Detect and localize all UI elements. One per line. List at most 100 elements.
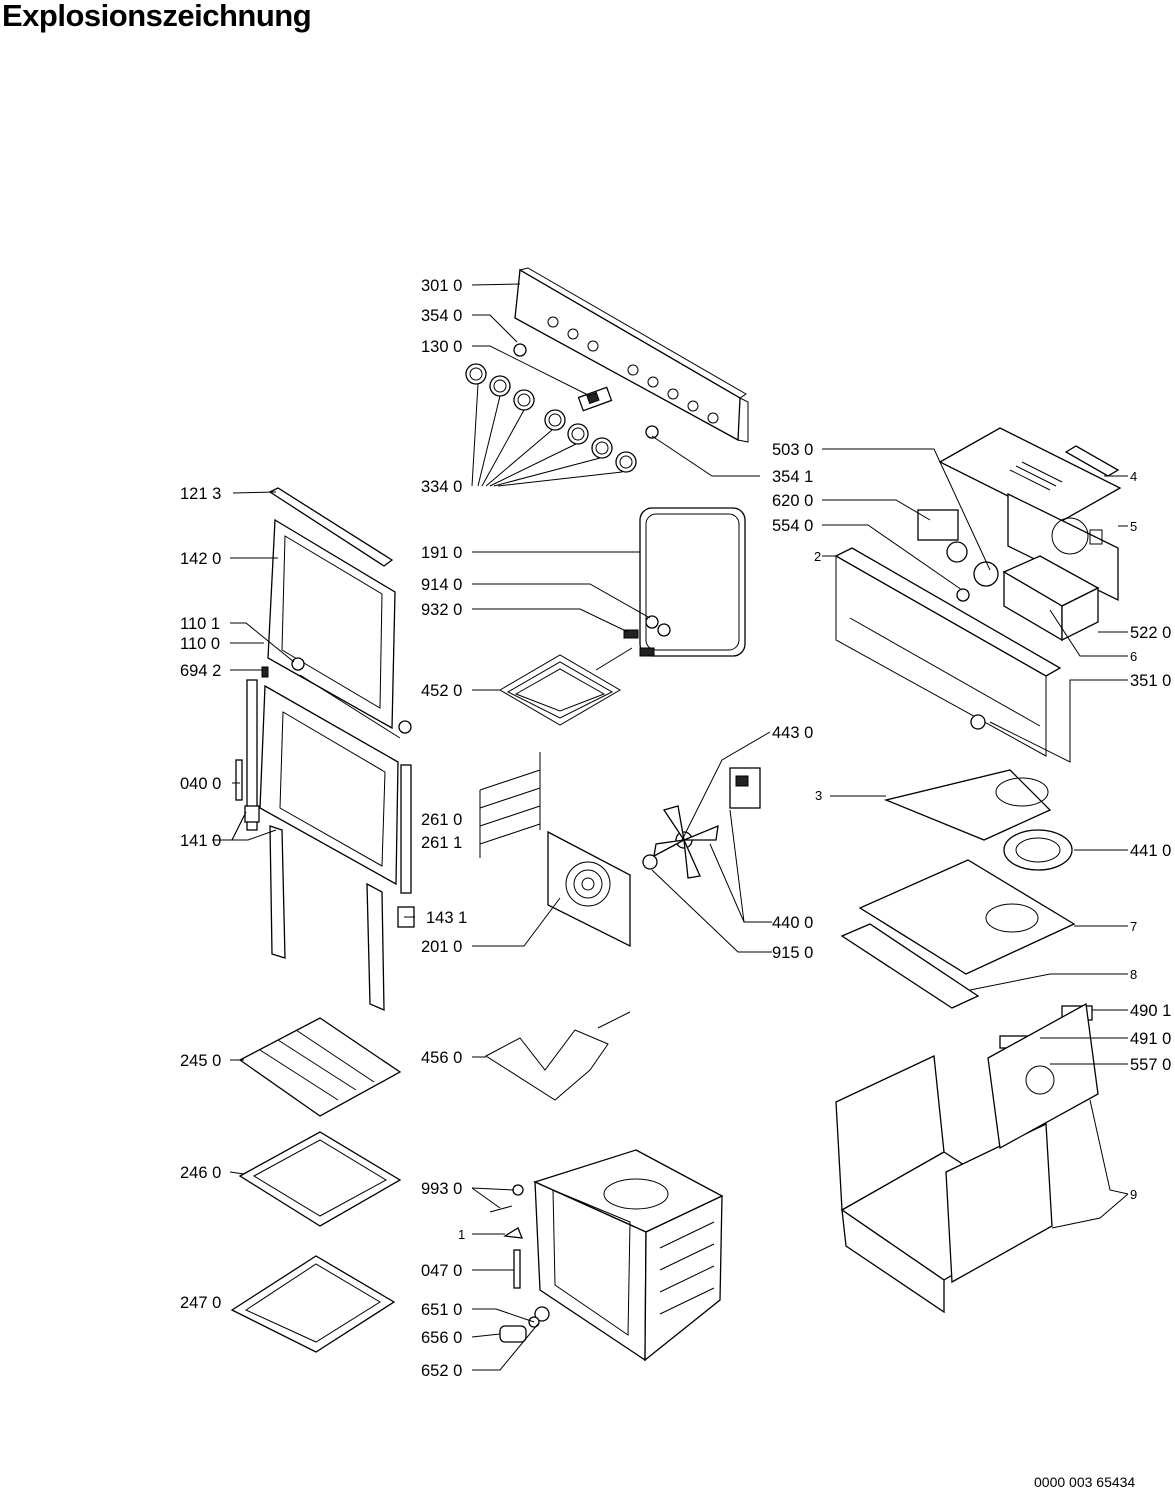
callout-440-0: 440 0 xyxy=(772,914,813,932)
glass-holder-part-2 xyxy=(398,720,412,734)
callout-354-1: 354 1 xyxy=(772,468,813,486)
clip-part xyxy=(645,615,659,629)
door-part xyxy=(259,684,399,886)
wire-shelf-part xyxy=(238,1017,402,1117)
side-racks-part xyxy=(479,752,541,858)
glass-holder-rod xyxy=(299,674,401,739)
callout-456-0: 456 0 xyxy=(421,1049,462,1067)
callout-245-0: 245 0 xyxy=(180,1052,221,1070)
top-heater-part xyxy=(499,647,633,726)
callout-651-0: 651 0 xyxy=(421,1301,462,1319)
drip-tray-part xyxy=(230,1255,396,1353)
callout-261-1: 261 1 xyxy=(421,834,462,852)
callout-915-0: 915 0 xyxy=(772,944,813,962)
callout-694-2: 694 2 xyxy=(180,662,221,680)
door-hinge-part xyxy=(235,666,269,831)
gasket-part xyxy=(639,507,746,657)
thermostat-knob-part xyxy=(956,588,970,602)
callout-503-0: 503 0 xyxy=(772,441,813,459)
bottom-plate-part xyxy=(858,859,1076,975)
housing-part xyxy=(835,1002,1099,1314)
callout-5: 5 xyxy=(1130,519,1137,534)
callout-1: 1 xyxy=(458,1227,465,1242)
document-code: 0000 003 65434 xyxy=(1034,1474,1136,1490)
callout-914-0: 914 0 xyxy=(421,576,462,594)
fan-housing-part xyxy=(1003,829,1073,871)
front-skirt-part xyxy=(840,923,980,1009)
spring-part-2 xyxy=(639,647,655,657)
fan-cover-part xyxy=(547,830,631,948)
callout-490-1: 490 1 xyxy=(1130,1002,1171,1020)
callout-047-0: 047 0 xyxy=(421,1262,462,1280)
callout-9: 9 xyxy=(1130,1187,1137,1202)
screw-part-2 xyxy=(489,1205,513,1213)
callout-labels: 301 0 354 0 130 0 334 0 354 1 121 3 142 … xyxy=(180,277,1171,1380)
callout-4: 4 xyxy=(1130,469,1137,484)
knobs-part xyxy=(465,363,637,473)
door-seal-strip-part xyxy=(269,825,286,959)
lamp-cover-part xyxy=(499,1325,527,1343)
front-frame-part xyxy=(834,547,1062,757)
callout-452-0: 452 0 xyxy=(421,682,462,700)
callout-620-0: 620 0 xyxy=(772,492,813,510)
programmer-part xyxy=(917,509,959,541)
callout-142-0: 142 0 xyxy=(180,550,221,568)
glass-holder-part xyxy=(291,657,305,671)
callout-351-0: 351 0 xyxy=(1130,672,1171,690)
callout-656-0: 656 0 xyxy=(421,1329,462,1347)
callout-247-0: 247 0 xyxy=(180,1294,221,1312)
fan-motor-part xyxy=(729,767,761,809)
callout-8: 8 xyxy=(1130,967,1137,982)
callout-993-0: 993 0 xyxy=(421,1180,462,1198)
callout-522-0: 522 0 xyxy=(1130,624,1171,642)
callout-557-0: 557 0 xyxy=(1130,1056,1171,1074)
callout-110-0: 110 0 xyxy=(180,635,220,653)
hinge-receiver-part xyxy=(970,714,986,730)
door-profile-part xyxy=(268,487,394,567)
callout-443-0: 443 0 xyxy=(772,724,813,742)
bottom-heater-part xyxy=(485,1011,631,1101)
callout-334-0: 334 0 xyxy=(421,478,462,496)
inner-glass-part xyxy=(267,518,396,730)
callout-191-0: 191 0 xyxy=(421,544,462,562)
fan-blade-part xyxy=(653,805,719,879)
lamp-part xyxy=(513,343,527,357)
callout-246-0: 246 0 xyxy=(180,1164,221,1182)
bracket-4-part xyxy=(1064,445,1120,477)
screw-part xyxy=(512,1184,524,1196)
oven-cavity-part xyxy=(533,1149,724,1362)
callout-301-0: 301 0 xyxy=(421,277,462,295)
lamp-holder-part xyxy=(534,1306,550,1322)
callout-932-0: 932 0 xyxy=(421,601,462,619)
leader-lines xyxy=(212,283,1129,1371)
rear-panel-part xyxy=(1007,492,1119,602)
callout-354-0: 354 0 xyxy=(421,307,462,325)
callout-130-0: 130 0 xyxy=(421,338,462,356)
page-title: Explosionszeichnung xyxy=(2,0,312,33)
bracket-part xyxy=(503,1227,524,1239)
lamp-part-2 xyxy=(645,425,659,439)
door-side-rail-part xyxy=(400,764,412,894)
spring-part xyxy=(623,629,639,639)
callout-040-0: 040 0 xyxy=(180,775,221,793)
selector-switch-part xyxy=(946,541,968,563)
heat-shield-part xyxy=(883,769,1052,841)
callout-6: 6 xyxy=(1130,649,1137,664)
thermostat-part xyxy=(973,561,999,587)
callout-441-0: 441 0 xyxy=(1130,842,1171,860)
callout-491-0: 491 0 xyxy=(1130,1030,1171,1048)
callout-652-0: 652 0 xyxy=(421,1362,462,1380)
baking-tray-part xyxy=(238,1131,402,1227)
control-panel-part xyxy=(514,267,749,443)
callout-110-1: 110 1 xyxy=(180,615,220,633)
callout-7: 7 xyxy=(1130,919,1137,934)
callout-143-1: 143 1 xyxy=(426,909,467,927)
callout-261-0: 261 0 xyxy=(421,811,462,829)
callout-201-0: 201 0 xyxy=(421,938,462,956)
switch-part xyxy=(577,386,613,412)
callout-3: 3 xyxy=(815,788,822,803)
clip-part-2 xyxy=(657,623,671,637)
door-seal-strip-part-2 xyxy=(366,882,385,1011)
callout-554-0: 554 0 xyxy=(772,517,813,535)
